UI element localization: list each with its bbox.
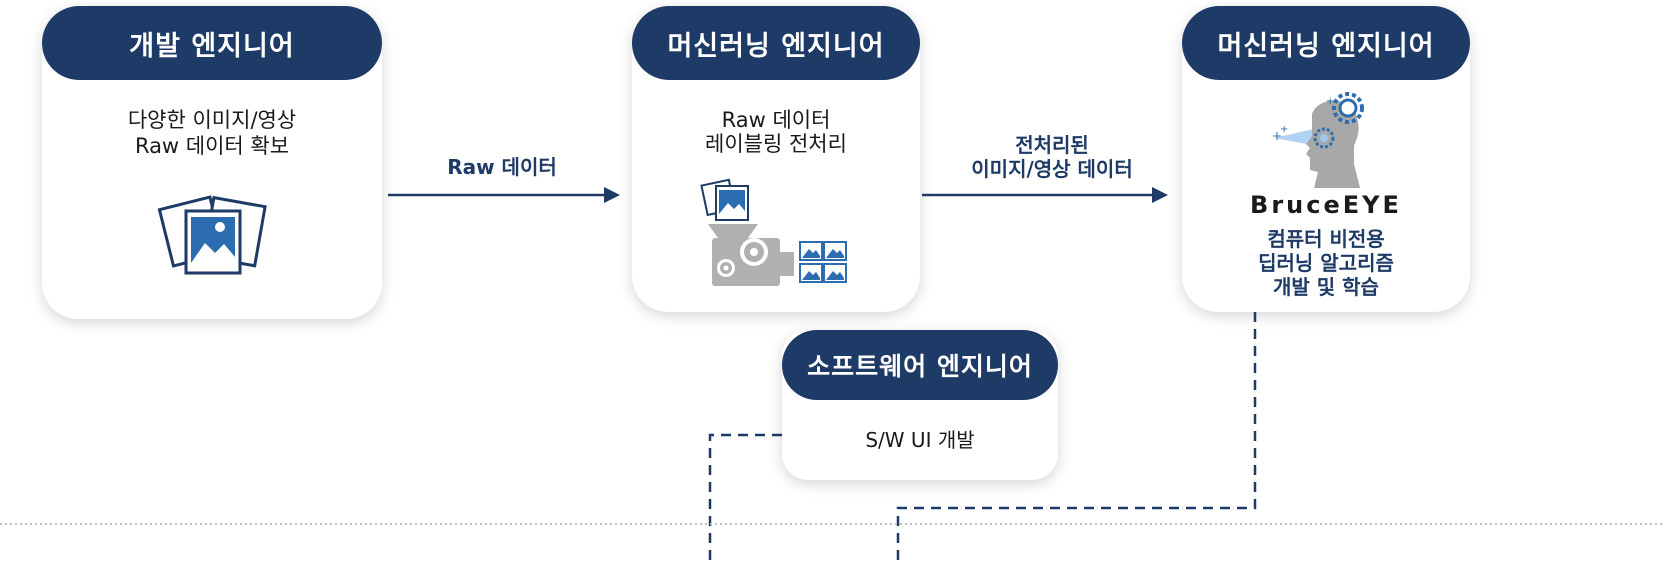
ml-engineer-bruceeye-card: 머신러닝 엔지니어 + + + BruceEYE 컴퓨터 비전용 딥러닝 알고리… <box>1182 6 1470 312</box>
ml-engineer-labeling-desc-2: 레이블링 전처리 <box>705 132 847 156</box>
dev-engineer-desc-1: 다양한 이미지/영상 <box>127 108 297 132</box>
arrow-raw-data-label: Raw 데이터 <box>447 155 557 179</box>
bruceeye-brand: BruceEYE <box>1250 191 1402 219</box>
ml-engineer-labeling-title: 머신러닝 엔지니어 <box>632 6 920 80</box>
svg-text:+: + <box>1326 96 1334 107</box>
ml-engineer-bruceeye-title: 머신러닝 엔지니어 <box>1182 6 1470 80</box>
ml-engineer-labeling-card: 머신러닝 엔지니어 Raw 데이터 레이블링 전처리 <box>632 6 920 312</box>
bruceeye-desc-2: 딥러닝 알고리즘 <box>1258 251 1394 275</box>
svg-text:+: + <box>1280 124 1288 135</box>
svg-text:+: + <box>1272 129 1282 143</box>
photos-icon <box>157 195 267 275</box>
dev-engineer-title: 개발 엔지니어 <box>42 6 382 80</box>
bruceeye-desc-3: 개발 및 학습 <box>1273 275 1379 299</box>
sw-engineer-desc: S/W UI 개발 <box>865 428 975 452</box>
bruceeye-desc-1: 컴퓨터 비전용 <box>1267 227 1385 251</box>
ai-head-icon: + + + <box>1272 92 1364 188</box>
sw-engineer-card: 소프트웨어 엔지니어 S/W UI 개발 <box>782 330 1058 480</box>
labeling-machine-icon <box>700 178 847 286</box>
ml-engineer-labeling-desc-1: Raw 데이터 <box>721 108 831 132</box>
sw-engineer-title: 소프트웨어 엔지니어 <box>782 330 1058 400</box>
arrow-preprocessed-label-2: 이미지/영상 데이터 <box>971 157 1133 181</box>
dev-engineer-desc-2: Raw 데이터 확보 <box>134 134 290 158</box>
dev-engineer-card: 개발 엔지니어 다양한 이미지/영상 Raw 데이터 확보 <box>42 6 382 319</box>
arrow-preprocessed-label-1: 전처리된 <box>1015 133 1089 157</box>
